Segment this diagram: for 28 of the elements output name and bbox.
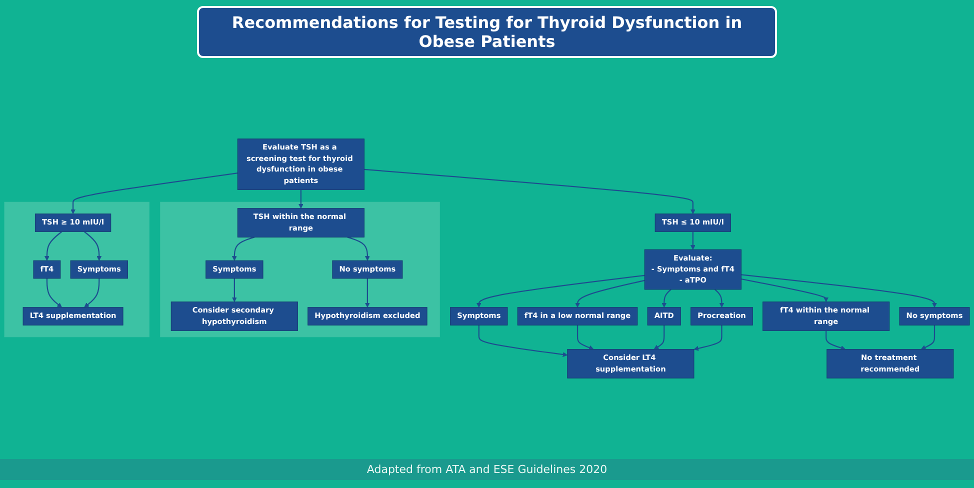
arrow [476, 274, 645, 308]
cluster [4, 202, 150, 338]
arrow [298, 190, 304, 209]
arrow [920, 325, 936, 350]
arrow [70, 172, 238, 214]
arrow [364, 278, 370, 308]
arrow [690, 232, 696, 250]
cluster [160, 202, 440, 338]
arrow [662, 289, 672, 308]
arrow [576, 325, 594, 350]
title-banner: Recommendations for Testing for Thyroid Dysfunction in Obese Patients [197, 6, 777, 58]
arrow [84, 231, 102, 261]
arrow [232, 236, 255, 261]
arrow [232, 278, 237, 302]
arrow [46, 278, 62, 308]
arrow [364, 168, 696, 214]
arrow [654, 325, 665, 350]
arrow [741, 274, 937, 308]
arrow [694, 325, 722, 351]
arrow [826, 330, 846, 350]
arrow [714, 289, 724, 308]
arrow [478, 325, 568, 357]
arrow [347, 236, 370, 261]
arrow [84, 278, 100, 308]
arrow [44, 231, 62, 261]
arrow [741, 278, 829, 302]
caption: Adapted from ATA and ESE Guidelines 2020 [0, 459, 974, 480]
arrow [575, 280, 645, 308]
